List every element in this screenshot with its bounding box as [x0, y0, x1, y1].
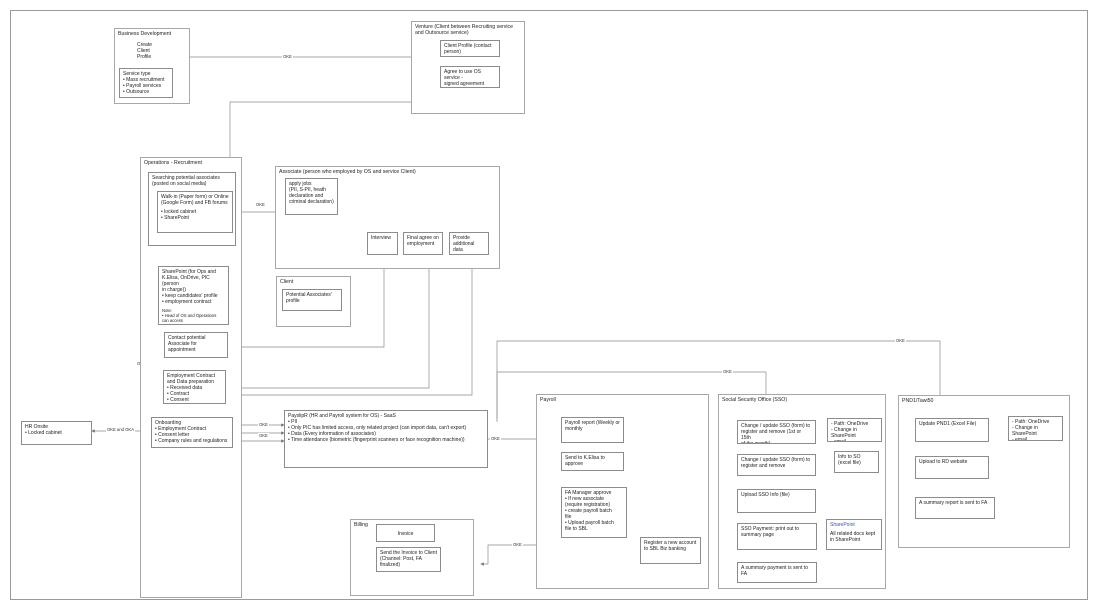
client-title: Client	[280, 279, 294, 285]
edge-label-saas-payroll: OKE	[490, 436, 501, 441]
edge-final-contract	[225, 255, 430, 390]
edge-label-onboarding-saas-a: OKE	[258, 422, 269, 427]
sso-summary-text: A summary payment is sent to FA	[741, 565, 808, 577]
upload-sso-node: Upload SSO Info (file)	[737, 489, 816, 513]
register-account-node: Register a new account to SBL Biz bankin…	[640, 537, 701, 564]
billing-title: Billing	[354, 522, 368, 528]
walkin-list-text: • locked cabinet • SharePoint	[161, 209, 197, 221]
edge-label-saas-pnd: OKE	[895, 338, 906, 343]
apply-jobs-node: apply jobs (PII, S-PII, heath declaratio…	[285, 178, 338, 215]
sso-payment-text: SSO Payment: print out to summary page	[741, 526, 800, 538]
provide-additional-node: Provide additional data	[449, 232, 489, 255]
edge-label-onboarding-hr: OKE and OKA	[106, 427, 135, 432]
contact-potential-node: Contact potential Associate for appointm…	[164, 332, 228, 358]
employment-contract-text: Employment Contract and Data preparation…	[167, 373, 216, 403]
venture-title: Venture (Client between Recruiting servi…	[415, 24, 514, 36]
potential-profile-node: Potential Associates' profile	[282, 289, 342, 311]
associate-title: Associate (person who employed by OS and…	[279, 169, 416, 175]
payroll-title: Payroll	[540, 397, 556, 403]
create-client-profile-text: Create Client Profile	[137, 42, 153, 60]
fa-approve-node: FA Manager approve • If new associate (r…	[561, 487, 627, 538]
sso-payment-node: SSO Payment: print out to summary page	[737, 523, 817, 550]
edge-contact-interview	[228, 254, 386, 348]
sso-update1-text: Change / update SSO (form) to register a…	[741, 423, 811, 444]
edge-label-onboarding-saas-b: OKE	[258, 433, 269, 438]
edge-label-ops-associate: OKE	[255, 202, 266, 207]
potential-profile-text: Potential Associates' profile	[286, 292, 332, 304]
final-agree-node: Final agree on employment	[403, 232, 443, 255]
sso-update2-text: Change / update SSO (form) to register a…	[741, 457, 811, 469]
send-invoice-node: Send the Invoice to Client (Channel: Pos…	[376, 547, 441, 572]
agree-os-text: Agree to use OS service - signed agreeme…	[444, 69, 485, 87]
sharepoint-ops-text: SharePoint (for Ops and K.Elisa, OnDrive…	[162, 269, 218, 305]
invoice-text: Invoice	[397, 531, 414, 537]
business-development-title: Business Development	[118, 31, 172, 37]
diagram-frame	[10, 10, 1088, 600]
sso-update2-node: Change / update SSO (form) to register a…	[737, 454, 816, 476]
invoice-node: Invoice	[376, 524, 435, 542]
sso-paths1-text: - Path: OneDrive - Change in SharePoint …	[831, 421, 869, 442]
hr-onsite-text: HR Onsite • Locked cabinet	[25, 424, 62, 436]
agree-os-node: Agree to use OS service - signed agreeme…	[440, 66, 500, 88]
interview-node: Interview	[367, 232, 398, 255]
walkin-node: Walk-in (Paper form) or Online (Google F…	[157, 191, 233, 233]
client-profile-node: Client Profile (contact person)	[440, 40, 500, 57]
sso-summary-node: A summary payment is sent to FA	[737, 562, 817, 583]
pnd-paths-text: - Path: OneDrive - Change in SharePoint …	[1012, 419, 1050, 441]
walkin-text: Walk-in (Paper form) or Online (Google F…	[161, 194, 229, 206]
apply-jobs-text: apply jobs (PII, S-PII, heath declaratio…	[289, 181, 334, 205]
operations-title: Operations - Recruitment	[144, 160, 202, 166]
sharepoint-note-text: Note: • Head of OS and Operations can ac…	[162, 308, 217, 323]
sharepoint-sso-text: SharePoint	[830, 522, 855, 528]
sso-paths1-node: - Path: OneDrive - Change in SharePoint …	[827, 418, 882, 442]
client-profile-text: Client Profile (contact person)	[444, 43, 492, 55]
sso-info-text: Info to SO (excel file)	[838, 454, 861, 466]
send-to-elisa-node: Send to K.Elisa to approve	[561, 452, 624, 471]
pnd-summary-node: A summary report is sent to FA	[915, 497, 995, 519]
provide-additional-text: Provide additional data	[453, 235, 475, 253]
sso-title: Social Security Office (SSO)	[722, 397, 788, 403]
sso-uploaded-text: All related docs kept in SharePoint	[830, 531, 876, 543]
interview-text: Interview	[371, 235, 392, 241]
create-client-profile-node: Create Client Profile	[136, 41, 166, 63]
register-account-text: Register a new account to SBL Biz bankin…	[644, 540, 697, 552]
sso-update1-node: Change / update SSO (form) to register a…	[737, 420, 816, 444]
service-type-node: Service type • Mass recruitment • Payrol…	[119, 68, 173, 98]
employment-contract-node: Employment Contract and Data preparation…	[163, 370, 226, 404]
pnd-summary-text: A summary report is sent to FA	[919, 500, 988, 506]
edge-additional-contract	[225, 255, 473, 397]
contact-potential-text: Contact potential Associate for appointm…	[168, 335, 206, 353]
update-pnd-node: Update PND1 (Excel File)	[915, 418, 989, 442]
sharepoint-sso-node: SharePoint All related docs kept in Shar…	[826, 519, 882, 550]
onboarding-node: Onboarding • Employment Contract • Conse…	[151, 417, 233, 448]
fa-approve-text: FA Manager approve • If new associate (r…	[565, 490, 614, 532]
final-agree-text: Final agree on employment	[407, 235, 439, 247]
sso-info-node: Info to SO (excel file)	[834, 451, 879, 473]
sharepoint-ops-node: SharePoint (for Ops and K.Elisa, OnDrive…	[158, 266, 229, 325]
send-invoice-text: Send the Invoice to Client (Channel: Pos…	[380, 550, 437, 568]
onboarding-text: Onboarding • Employment Contract • Conse…	[155, 420, 228, 444]
send-to-elisa-text: Send to K.Elisa to approve	[565, 455, 605, 467]
payroll-saas-text: PayslipR (HR and Payroll system for OS) …	[288, 413, 467, 443]
upload-sso-text: Upload SSO Info (file)	[741, 492, 790, 498]
edge-label-saas-sso: OKE	[722, 369, 733, 374]
edge-saas-pnd	[496, 340, 942, 422]
payroll-report-text: Payroll report (Weekly or monthly	[565, 420, 620, 432]
upload-rd-text: Upload to RD website	[919, 459, 968, 465]
pnd-paths-node: - Path: OneDrive - Change in SharePoint …	[1008, 416, 1063, 441]
service-type-text: Service type • Mass recruitment • Payrol…	[123, 71, 165, 95]
update-pnd-text: Update PND1 (Excel File)	[919, 421, 977, 427]
edge-label-bd-venture: OKE	[282, 54, 293, 59]
payroll-saas-node: PayslipR (HR and Payroll system for OS) …	[284, 410, 488, 468]
pnd-title: PND1/Tawi50	[902, 398, 934, 404]
upload-rd-node: Upload to RD website	[915, 456, 989, 479]
searching-text: Searching potential associates (posted o…	[152, 175, 220, 187]
hr-onsite-node: HR Onsite • Locked cabinet	[21, 421, 92, 445]
edge-label-fa-billing: OKE	[512, 542, 523, 547]
payroll-report-node: Payroll report (Weekly or monthly	[561, 417, 624, 443]
